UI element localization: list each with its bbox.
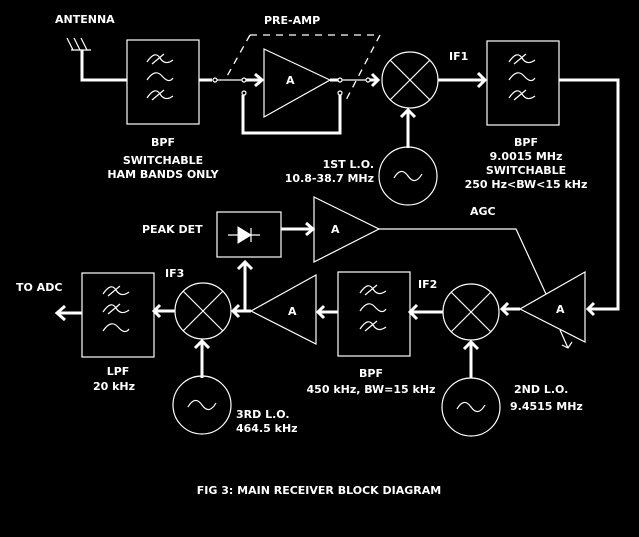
bpf1-label-1: BPF <box>151 136 175 149</box>
if1-feed-line <box>559 78 620 317</box>
lpf-block <box>81 272 155 358</box>
lo3-oscillator-icon <box>172 375 232 435</box>
peak-det-label: PEAK DET <box>142 223 203 236</box>
agc-line <box>378 228 547 295</box>
if-amplifier: A <box>518 270 586 349</box>
preamp-switch-outline <box>225 34 382 103</box>
preamp-amplifier: A <box>263 48 332 119</box>
peak-det-to-agc-amp-arrow <box>281 221 316 237</box>
lo2-label-2: 9.4515 MHz <box>510 400 583 413</box>
if3-signal-arrow <box>151 303 175 319</box>
diode-icon <box>228 226 260 244</box>
bpf2-label-3: SWITCHABLE <box>486 164 566 177</box>
preamp-amp-label: A <box>286 74 295 87</box>
antenna-icon <box>66 37 127 82</box>
bpf1-label-3: HAM BANDS ONLY <box>107 168 219 181</box>
lo1-oscillator-icon <box>378 146 438 206</box>
lo1-label-2: 10.8-38.7 MHz <box>285 172 374 185</box>
bpf2-label-4: 250 Hz<BW<15 kHz <box>465 178 588 191</box>
preamp-wiring <box>199 72 381 135</box>
bpf1-block <box>126 39 200 125</box>
bpf3-label-1: BPF <box>359 367 383 380</box>
if-amp-label: A <box>556 303 565 316</box>
to-adc-arrow <box>54 304 82 322</box>
bpf1-label-2: SWITCHABLE <box>123 154 203 167</box>
lpf-label-2: 20 kHz <box>93 380 135 393</box>
antenna-label: ANTENNA <box>55 13 115 26</box>
mixer2-icon <box>442 283 500 341</box>
agc-amp-label: A <box>331 223 340 236</box>
lo2-arrow <box>462 339 480 378</box>
if2-amp-label: A <box>288 305 297 318</box>
lo2-label-1: 2ND L.O. <box>514 383 568 396</box>
agc-amplifier: A <box>313 196 381 263</box>
bpf3-to-amp-arrow <box>315 304 338 320</box>
filter-icon <box>146 53 174 101</box>
agc-label: AGC <box>470 205 496 218</box>
bpf3-block <box>337 271 411 357</box>
bpf2-block <box>486 40 560 126</box>
peak-detector-block <box>216 211 282 258</box>
peak-det-tap-arrow <box>236 259 254 311</box>
if2-signal-arrow <box>407 303 443 321</box>
lo3-label-2: 464.5 kHz <box>236 422 298 435</box>
lo1-arrow <box>399 107 417 148</box>
preamp-label: PRE-AMP <box>264 14 320 27</box>
if2-label: IF2 <box>418 278 437 291</box>
figure-caption: FIG 3: MAIN RECEIVER BLOCK DIAGRAM <box>197 484 441 497</box>
bpf3-label-2: 450 kHz, BW=15 kHz <box>307 383 436 396</box>
if3-label: IF3 <box>165 267 184 280</box>
if1-signal-arrow <box>438 71 488 89</box>
mixer3-icon <box>174 282 232 340</box>
lo3-arrow <box>193 338 211 378</box>
bpf2-label-1: BPF <box>514 136 538 149</box>
lo3-label-1: 3RD L.O. <box>236 408 290 421</box>
if2-amplifier: A <box>249 273 317 345</box>
if1-label: IF1 <box>449 50 468 63</box>
lpf-label-1: LPF <box>107 365 130 378</box>
to-adc-label: TO ADC <box>16 281 62 294</box>
amp-to-mixer3-arrow <box>230 303 251 319</box>
bpf2-label-2: 9.0015 MHz <box>490 150 563 163</box>
lo2-oscillator-icon <box>441 377 501 437</box>
if-amp-to-mixer2-arrow <box>499 301 520 317</box>
mixer1-icon <box>381 51 439 109</box>
lo1-label-1: 1ST L.O. <box>323 158 374 171</box>
